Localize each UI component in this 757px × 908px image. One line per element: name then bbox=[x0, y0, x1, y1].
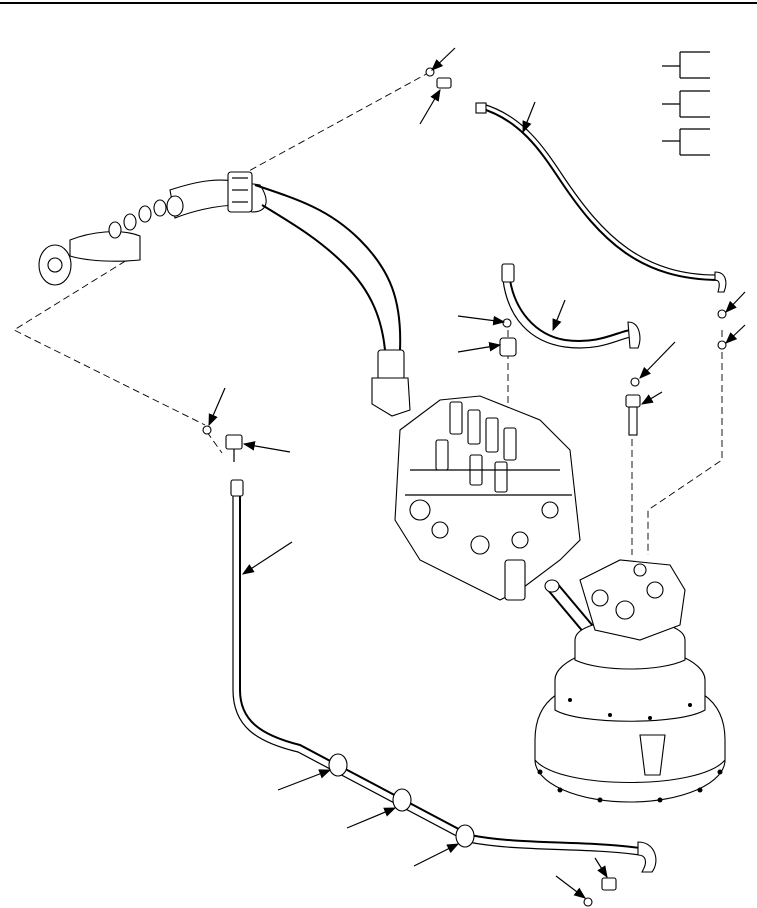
callout-brackets bbox=[662, 51, 710, 156]
upper-hydraulic-line bbox=[475, 102, 727, 293]
rotary-manifold-swivel bbox=[38, 171, 411, 417]
top-fittings bbox=[425, 67, 452, 89]
short-hydraulic-hose bbox=[501, 263, 641, 349]
center-fittings bbox=[499, 309, 727, 436]
swing-motor-gearbox bbox=[534, 559, 726, 803]
callout-arrows bbox=[208, 47, 746, 899]
long-hydraulic-line bbox=[230, 479, 657, 873]
assembly-guide-lines bbox=[13, 71, 723, 555]
lower-left-fittings bbox=[202, 425, 243, 462]
control-valve-assembly bbox=[394, 395, 581, 601]
bottom-fittings bbox=[583, 877, 617, 907]
